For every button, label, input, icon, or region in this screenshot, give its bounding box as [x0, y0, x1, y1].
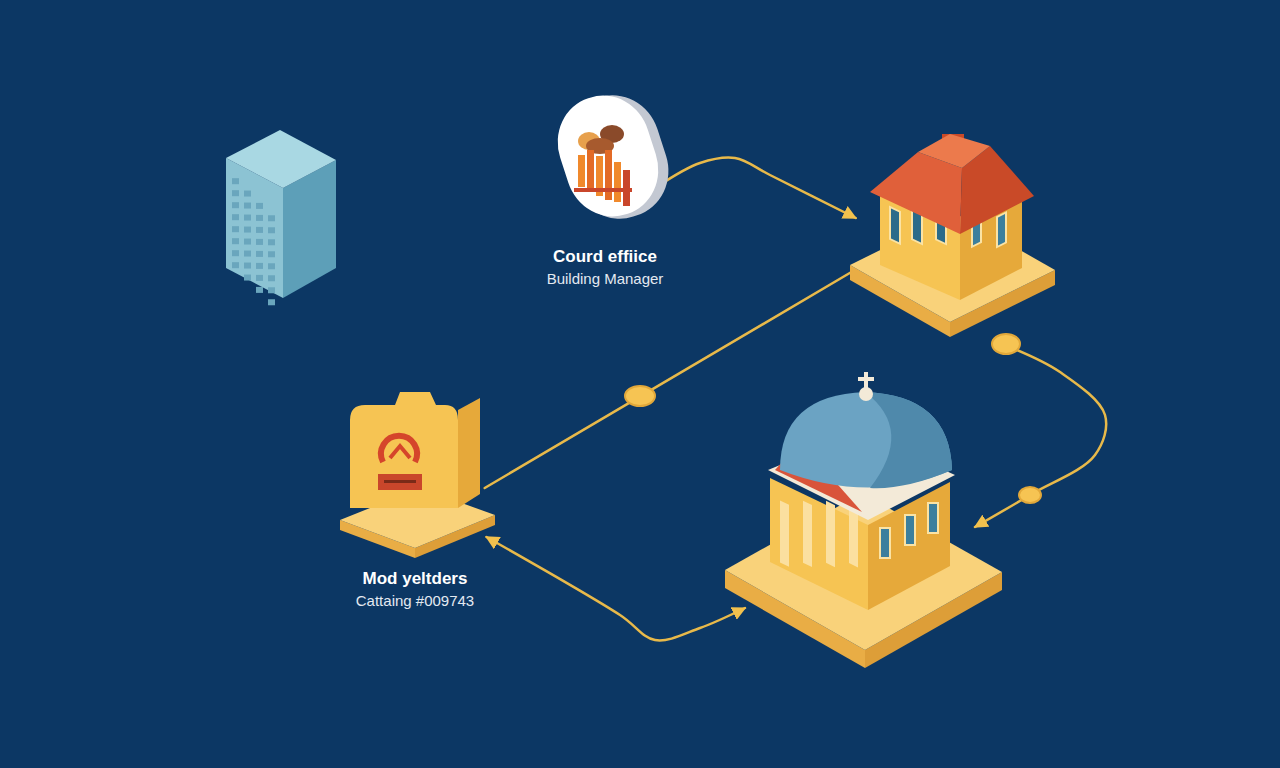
house-illustration	[845, 130, 1060, 340]
connector-arrow	[975, 345, 1106, 527]
joint-dot	[992, 334, 1020, 354]
house-roof	[870, 134, 1034, 234]
joint-dot	[625, 386, 655, 406]
joint-dot	[1019, 487, 1041, 503]
sign-node: Mod yeltdersCattaing #009743	[330, 385, 500, 611]
office-tower	[226, 130, 336, 305]
dome-illustration	[718, 365, 1008, 670]
dome-node	[718, 365, 1008, 670]
sign-illustration	[330, 385, 500, 560]
connector-arrow	[486, 537, 745, 640]
icon-node: Courd effiiceBuilding Manager	[535, 90, 675, 289]
house-node	[845, 130, 1060, 340]
sign-stone	[350, 392, 480, 508]
node-title: Mod yeltders	[363, 568, 468, 589]
node-subtitle: Building Manager	[547, 269, 664, 289]
bubble-icon	[574, 125, 632, 206]
node-subtitle: Cattaing #009743	[356, 591, 474, 611]
bubble-shape	[545, 83, 680, 231]
connector-arrow	[660, 157, 856, 218]
node-title: Courd effiice	[553, 246, 657, 267]
dome-roof	[768, 372, 955, 520]
icon-bubble	[535, 90, 675, 220]
